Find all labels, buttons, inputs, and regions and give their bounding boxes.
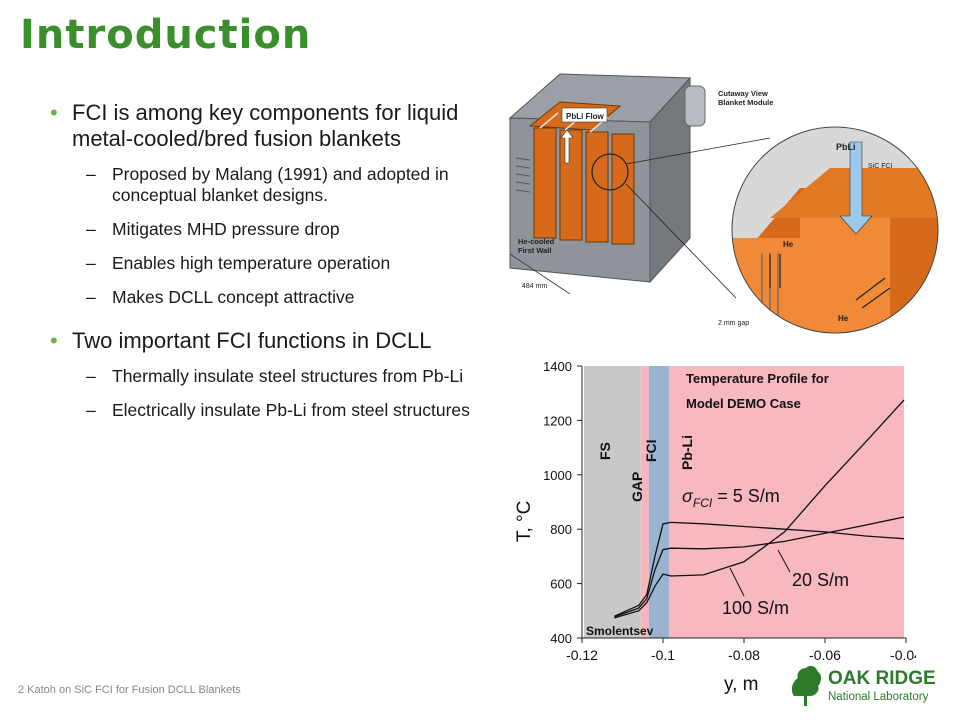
region-label-gap: GAP bbox=[629, 472, 645, 502]
logo-line1: OAK RIDGE bbox=[828, 668, 936, 689]
region-3 bbox=[669, 366, 904, 638]
y-tick-label: 400 bbox=[550, 631, 572, 646]
oak-leaf-icon bbox=[791, 665, 821, 706]
x-tick-label: -0.04 bbox=[890, 647, 916, 663]
zoom-circle bbox=[591, 153, 629, 191]
slide-title: Introduction bbox=[20, 12, 312, 58]
cutaway-label-2: Blanket Module bbox=[718, 98, 773, 107]
x-tick-label: -0.12 bbox=[566, 647, 598, 663]
he-label-2: He bbox=[838, 314, 849, 323]
y-tick-label: 1000 bbox=[543, 468, 572, 483]
temperature-profile-chart: 400 600 800 1000 1200 1400 -0.12 -0.1 -0.08 -0.06… bbox=[514, 359, 916, 695]
pbli-flow-label: PbLi Flow bbox=[566, 112, 605, 121]
chart-title-line1: Temperature Profile for bbox=[686, 371, 829, 386]
series-line-1 bbox=[614, 516, 905, 618]
gap-label: 2 mm gap bbox=[718, 320, 749, 327]
oak-ridge-logo: OAK RIDGE National Laboratory bbox=[791, 665, 936, 706]
series-label-5: σFCI = 5 S/m bbox=[682, 486, 780, 510]
chart-title-line2: Model DEMO Case bbox=[686, 396, 801, 411]
region-1 bbox=[640, 366, 649, 638]
dimension-label: 484 mm bbox=[522, 283, 547, 290]
sub-bullet: –Mitigates MHD pressure drop bbox=[86, 219, 340, 239]
sub-bullet: –Thermally insulate steel structures fro… bbox=[86, 366, 464, 386]
series-label-20: 20 S/m bbox=[792, 570, 849, 590]
blanket-module-figure: PbLi Flow Cutaway View Blanket Module He… bbox=[508, 73, 939, 334]
sub-bullet: –Enables high temperature operation bbox=[86, 253, 391, 273]
y-tick-label: 1200 bbox=[543, 413, 572, 428]
region-label-pbli: Pb-Li bbox=[679, 435, 695, 470]
region-label-fs: FS bbox=[597, 442, 613, 460]
series-label-100: 100 S/m bbox=[722, 598, 789, 618]
bullet-fci-functions: Two important FCI functions in DCLL bbox=[50, 328, 490, 354]
region-2 bbox=[648, 366, 670, 638]
y-tick-label: 1400 bbox=[543, 359, 572, 374]
first-wall-label-2: First Wall bbox=[518, 246, 551, 255]
x-axis-label: y, m bbox=[724, 674, 758, 695]
he-label-1: He bbox=[783, 240, 794, 249]
y-tick-label: 600 bbox=[550, 577, 572, 592]
logo-line2: National Laboratory bbox=[828, 691, 929, 703]
x-tick-label: -0.1 bbox=[651, 647, 675, 663]
credit-label: Smolentsev bbox=[586, 624, 654, 638]
bullet-fci-key-component: FCI is among key components for liquid m… bbox=[50, 100, 490, 152]
series-line-2 bbox=[614, 399, 905, 619]
slide-footer: 2 Katoh on SiC FCI for Fusion DCLL Blank… bbox=[18, 684, 241, 696]
region-label-fci: FCI bbox=[643, 439, 659, 462]
y-tick-label: 800 bbox=[550, 522, 572, 537]
x-tick-label: -0.06 bbox=[809, 647, 841, 663]
cutaway-label-1: Cutaway View bbox=[718, 89, 768, 98]
sic-fci-label: SiC FCI bbox=[868, 163, 893, 170]
region-0 bbox=[584, 366, 641, 638]
pbli-label: PbLi bbox=[836, 142, 856, 152]
bullet-list: FCI is among key components for liquid m… bbox=[50, 100, 490, 434]
first-wall-label-1: He-cooled bbox=[518, 237, 555, 246]
sub-bullet: –Makes DCLL concept attractive bbox=[86, 287, 355, 307]
y-axis-label: T, °C bbox=[514, 501, 535, 542]
x-tick-label: -0.08 bbox=[728, 647, 760, 663]
sub-bullet: –Electrically insulate Pb-Li from steel … bbox=[86, 400, 470, 420]
sub-bullet: –Proposed by Malang (1991) and adopted i… bbox=[86, 164, 449, 205]
